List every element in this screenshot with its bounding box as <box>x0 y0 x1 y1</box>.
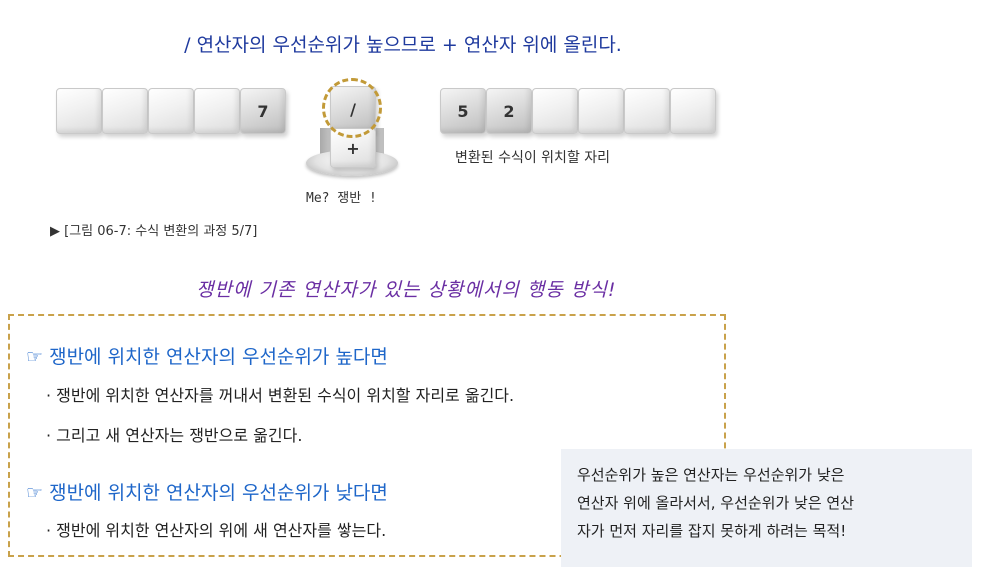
input-cube <box>56 88 102 134</box>
output-cube <box>670 88 716 134</box>
rule-heading-text: 쟁반에 위치한 연산자의 우선순위가 높다면 <box>49 346 388 368</box>
pointing-hand-icon: ☞ <box>26 346 44 368</box>
output-caption: 변환된 수식이 위치할 자리 <box>455 150 611 166</box>
output-cube-value: 2 <box>486 88 532 134</box>
input-cube <box>102 88 148 134</box>
rule-item: · 그리고 새 연산자는 쟁반으로 옮긴다. <box>46 426 303 445</box>
note-line: 연산자 위에 올라서서, 우선순위가 낮은 연산 <box>577 494 855 512</box>
rule-heading: ☞ 쟁반에 위치한 연산자의 우선순위가 높다면 <box>26 342 388 369</box>
output-cube <box>532 88 578 134</box>
note-box: 우선순위가 높은 연산자는 우선순위가 낮은 연산자 위에 올라서서, 우선순위… <box>561 449 972 567</box>
section-heading: 쟁반에 기존 연산자가 있는 상황에서의 행동 방식! <box>196 279 617 301</box>
figure-caption: ▶ [그림 06-7: 수식 변환의 과정 5/7] <box>50 224 258 239</box>
rule-heading: ☞ 쟁반에 위치한 연산자의 우선순위가 낮다면 <box>26 478 388 505</box>
rule-item: · 쟁반에 위치한 연산자의 위에 새 연산자를 쌓는다. <box>46 521 387 540</box>
output-cube <box>624 88 670 134</box>
input-cube <box>148 88 194 134</box>
note-line: 자가 먼저 자리를 잡지 못하게 하려는 목적! <box>577 522 847 540</box>
rule-box <box>8 314 726 557</box>
rule-item: · 쟁반에 위치한 연산자를 꺼내서 변환된 수식이 위치할 자리로 옮긴다. <box>46 386 515 405</box>
input-cube <box>194 88 240 134</box>
output-cube-value: 5 <box>440 88 486 134</box>
rule-heading-text: 쟁반에 위치한 연산자의 우선순위가 낮다면 <box>49 482 388 504</box>
input-cube-value: 7 <box>240 88 286 134</box>
highlight-circle <box>322 78 382 138</box>
tray-caption: Me? 쟁반 ! <box>306 191 377 206</box>
pointing-hand-icon: ☞ <box>26 482 44 504</box>
top-caption: / 연산자의 우선순위가 높으므로 + 연산자 위에 올린다. <box>184 34 622 56</box>
output-cube <box>578 88 624 134</box>
note-line: 우선순위가 높은 연산자는 우선순위가 낮은 <box>577 466 845 484</box>
